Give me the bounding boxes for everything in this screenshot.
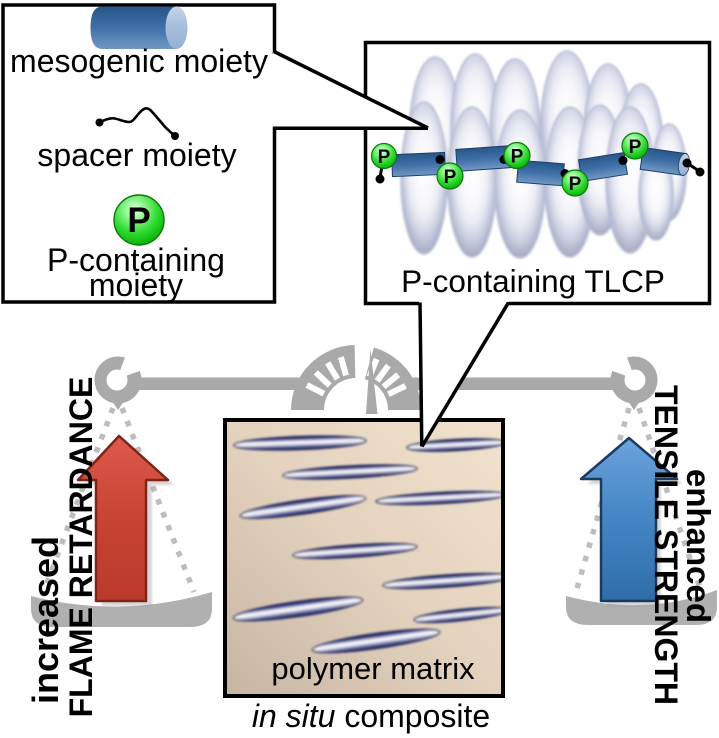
svg-text:P: P xyxy=(444,167,457,188)
svg-text:TENSILE STRENGTH: TENSILE STRENGTH xyxy=(648,385,684,705)
svg-text:polymer matrix: polymer matrix xyxy=(271,651,475,686)
svg-text:P-containing TLCP: P-containing TLCP xyxy=(401,263,665,299)
svg-text:spacer moiety: spacer moiety xyxy=(37,137,236,173)
svg-text:in situ composite: in situ composite xyxy=(252,698,490,734)
svg-text:P-containing: P-containing xyxy=(47,242,225,278)
svg-text:P: P xyxy=(378,147,391,168)
svg-text:P: P xyxy=(629,137,642,158)
svg-text:increased: increased xyxy=(25,536,66,704)
svg-text:mesogenic moiety: mesogenic moiety xyxy=(10,43,268,79)
svg-text:P: P xyxy=(511,147,524,168)
svg-text:P: P xyxy=(127,201,150,240)
svg-text:P: P xyxy=(569,174,582,195)
svg-text:moiety: moiety xyxy=(89,267,183,303)
svg-text:enhanced: enhanced xyxy=(680,469,717,623)
svg-text:FLAME RETARDANCE: FLAME RETARDANCE xyxy=(63,377,99,718)
